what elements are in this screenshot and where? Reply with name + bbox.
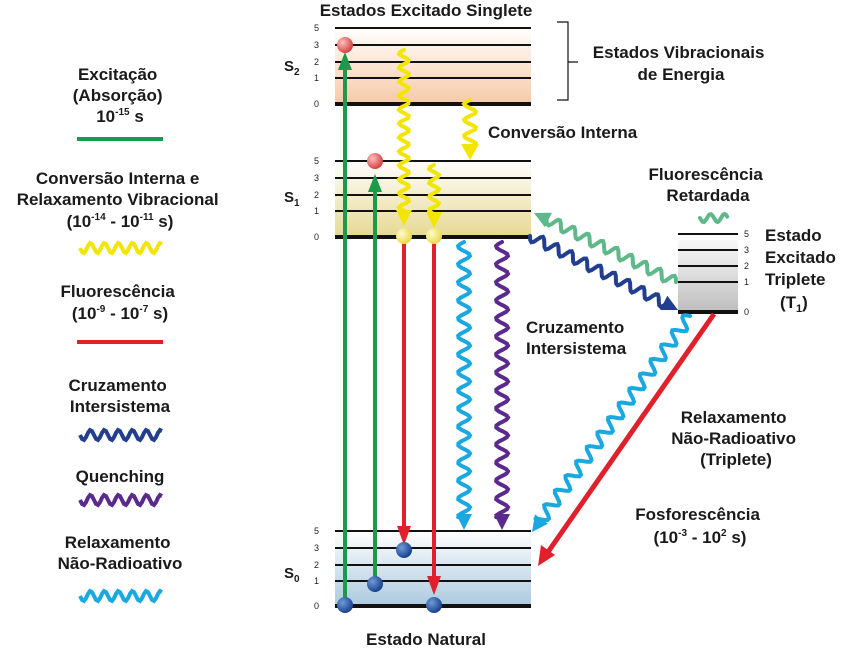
- delayed-fluorescence-label: Fluorescência Retardada: [648, 165, 767, 205]
- intersystem-crossing-label: Cruzamento Intersistema: [526, 318, 629, 358]
- t1-level-numbers: 5 3 2 1 0: [744, 229, 749, 317]
- electron-s2-excited: [337, 37, 353, 53]
- svg-text:Cruzamento Intersistem: Cruzamento Intersistema: [69, 376, 172, 416]
- svg-text:1: 1: [314, 73, 319, 83]
- s1-level-numbers: 5 3 2 1 0: [314, 156, 319, 242]
- s2-level-numbers: 5 3 2 1 0: [314, 23, 319, 109]
- electron-s0-ground-2: [426, 597, 442, 613]
- legend: Excitação (Absorção) 10-15 s Conversão I…: [17, 65, 224, 604]
- electron-s0-ground-1: [337, 597, 353, 613]
- internal-conversion-label: Conversão Interna: [488, 123, 638, 142]
- vibrational-relaxation-s1: [426, 163, 442, 228]
- legend-intersystem-crossing: Cruzamento Intersistema: [69, 376, 172, 443]
- svg-text:0: 0: [744, 307, 749, 317]
- svg-text:1: 1: [314, 576, 319, 586]
- svg-text:3: 3: [314, 40, 319, 50]
- legend-excitation: Excitação (Absorção) 10-15 s: [73, 65, 167, 141]
- svg-text:Quenching: Quenching: [76, 467, 165, 486]
- svg-text:5: 5: [314, 526, 319, 536]
- legend-quenching: Quenching: [76, 467, 165, 508]
- svg-text:5: 5: [314, 23, 319, 33]
- legend-fluorescence: Fluorescência (10-9 - 10-7 s): [60, 282, 179, 344]
- phosphorescence-label: Fosforescência (10-3 - 102 s): [635, 505, 764, 547]
- svg-text:1: 1: [314, 206, 319, 216]
- vibrational-states-bracket: [557, 21, 578, 101]
- excitation-arrow-to-s2: [338, 52, 352, 606]
- s0-label: S0: [284, 565, 300, 585]
- excitation-arrow-to-s1: [368, 174, 382, 584]
- delayed-fluorescence-arrow: [534, 212, 678, 284]
- svg-text:3: 3: [314, 543, 319, 553]
- phosphorescence-arrow: [538, 312, 717, 566]
- s2-energy-band: [335, 27, 531, 106]
- nonradiative-t1-s0: [532, 313, 692, 532]
- ground-state-label: Estado Natural: [366, 630, 486, 649]
- svg-text:0: 0: [314, 99, 319, 109]
- legend-nonradiative: Relaxamento Não-Radioativo: [58, 533, 183, 604]
- t1-label: Estado Excitado Triplete (T1): [765, 226, 841, 315]
- fluorescence-arrow-2: [427, 240, 441, 595]
- svg-text:5: 5: [314, 156, 319, 166]
- legend-nonrad-swatch: [78, 588, 163, 604]
- svg-text:2: 2: [314, 560, 319, 570]
- internal-conversion-arrow: [461, 98, 479, 160]
- svg-text:Excitação (Absorção): Excitação (Absorção) 10-15 s: [73, 65, 167, 126]
- electron-s0-level3: [396, 542, 412, 558]
- svg-text:2: 2: [314, 57, 319, 67]
- quenching-arrow: [493, 240, 511, 530]
- svg-text:1: 1: [744, 277, 749, 287]
- vibrational-relaxation-s2: [396, 48, 412, 226]
- intersystem-crossing-arrow: [528, 234, 678, 310]
- legend-internal-conversion: Conversão Interna e Relaxamento Vibracio…: [17, 169, 224, 256]
- nonradiative-s1-s0: [455, 240, 473, 530]
- nonrad-triplet-label: Relaxamento Não-Radioativo (Triplete): [671, 408, 800, 469]
- svg-text:5: 5: [744, 229, 749, 239]
- t1-energy-band: [678, 233, 738, 314]
- s2-label: S2: [284, 58, 300, 78]
- wavy-arrows: [396, 48, 730, 532]
- svg-text:Relaxamento Não-Radioa: Relaxamento Não-Radioativo: [58, 533, 183, 573]
- vibrational-states-label: Estados Vibracionais de Energia: [593, 43, 769, 84]
- s1-label: S1: [284, 189, 300, 209]
- s0-level-numbers: 5 3 2 1 0: [314, 526, 319, 611]
- svg-text:3: 3: [314, 173, 319, 183]
- fluorescence-arrow-1: [397, 240, 411, 545]
- svg-text:0: 0: [314, 232, 319, 242]
- legend-isc-swatch: [78, 427, 163, 443]
- electron-s0-level1: [367, 576, 383, 592]
- electron-s1-excited: [367, 153, 383, 169]
- diagram-title: Estados Excitado Singlete: [320, 1, 533, 20]
- svg-text:2: 2: [314, 190, 319, 200]
- electron-s1-relaxed-2: [426, 228, 442, 244]
- svg-text:0: 0: [314, 601, 319, 611]
- svg-text:2: 2: [744, 261, 749, 271]
- electron-s1-relaxed-1: [396, 228, 412, 244]
- delayed-fluorescence-icon: [698, 211, 730, 225]
- svg-text:Conversão Interna e Re: Conversão Interna e Relaxamento Vibracio…: [17, 169, 224, 231]
- svg-text:Fluorescência (10-9 -: Fluorescência (10-9 - 10-7 s): [60, 282, 179, 323]
- svg-text:3: 3: [744, 245, 749, 255]
- legend-internal-swatch: [78, 240, 163, 256]
- legend-quenching-swatch: [78, 492, 163, 508]
